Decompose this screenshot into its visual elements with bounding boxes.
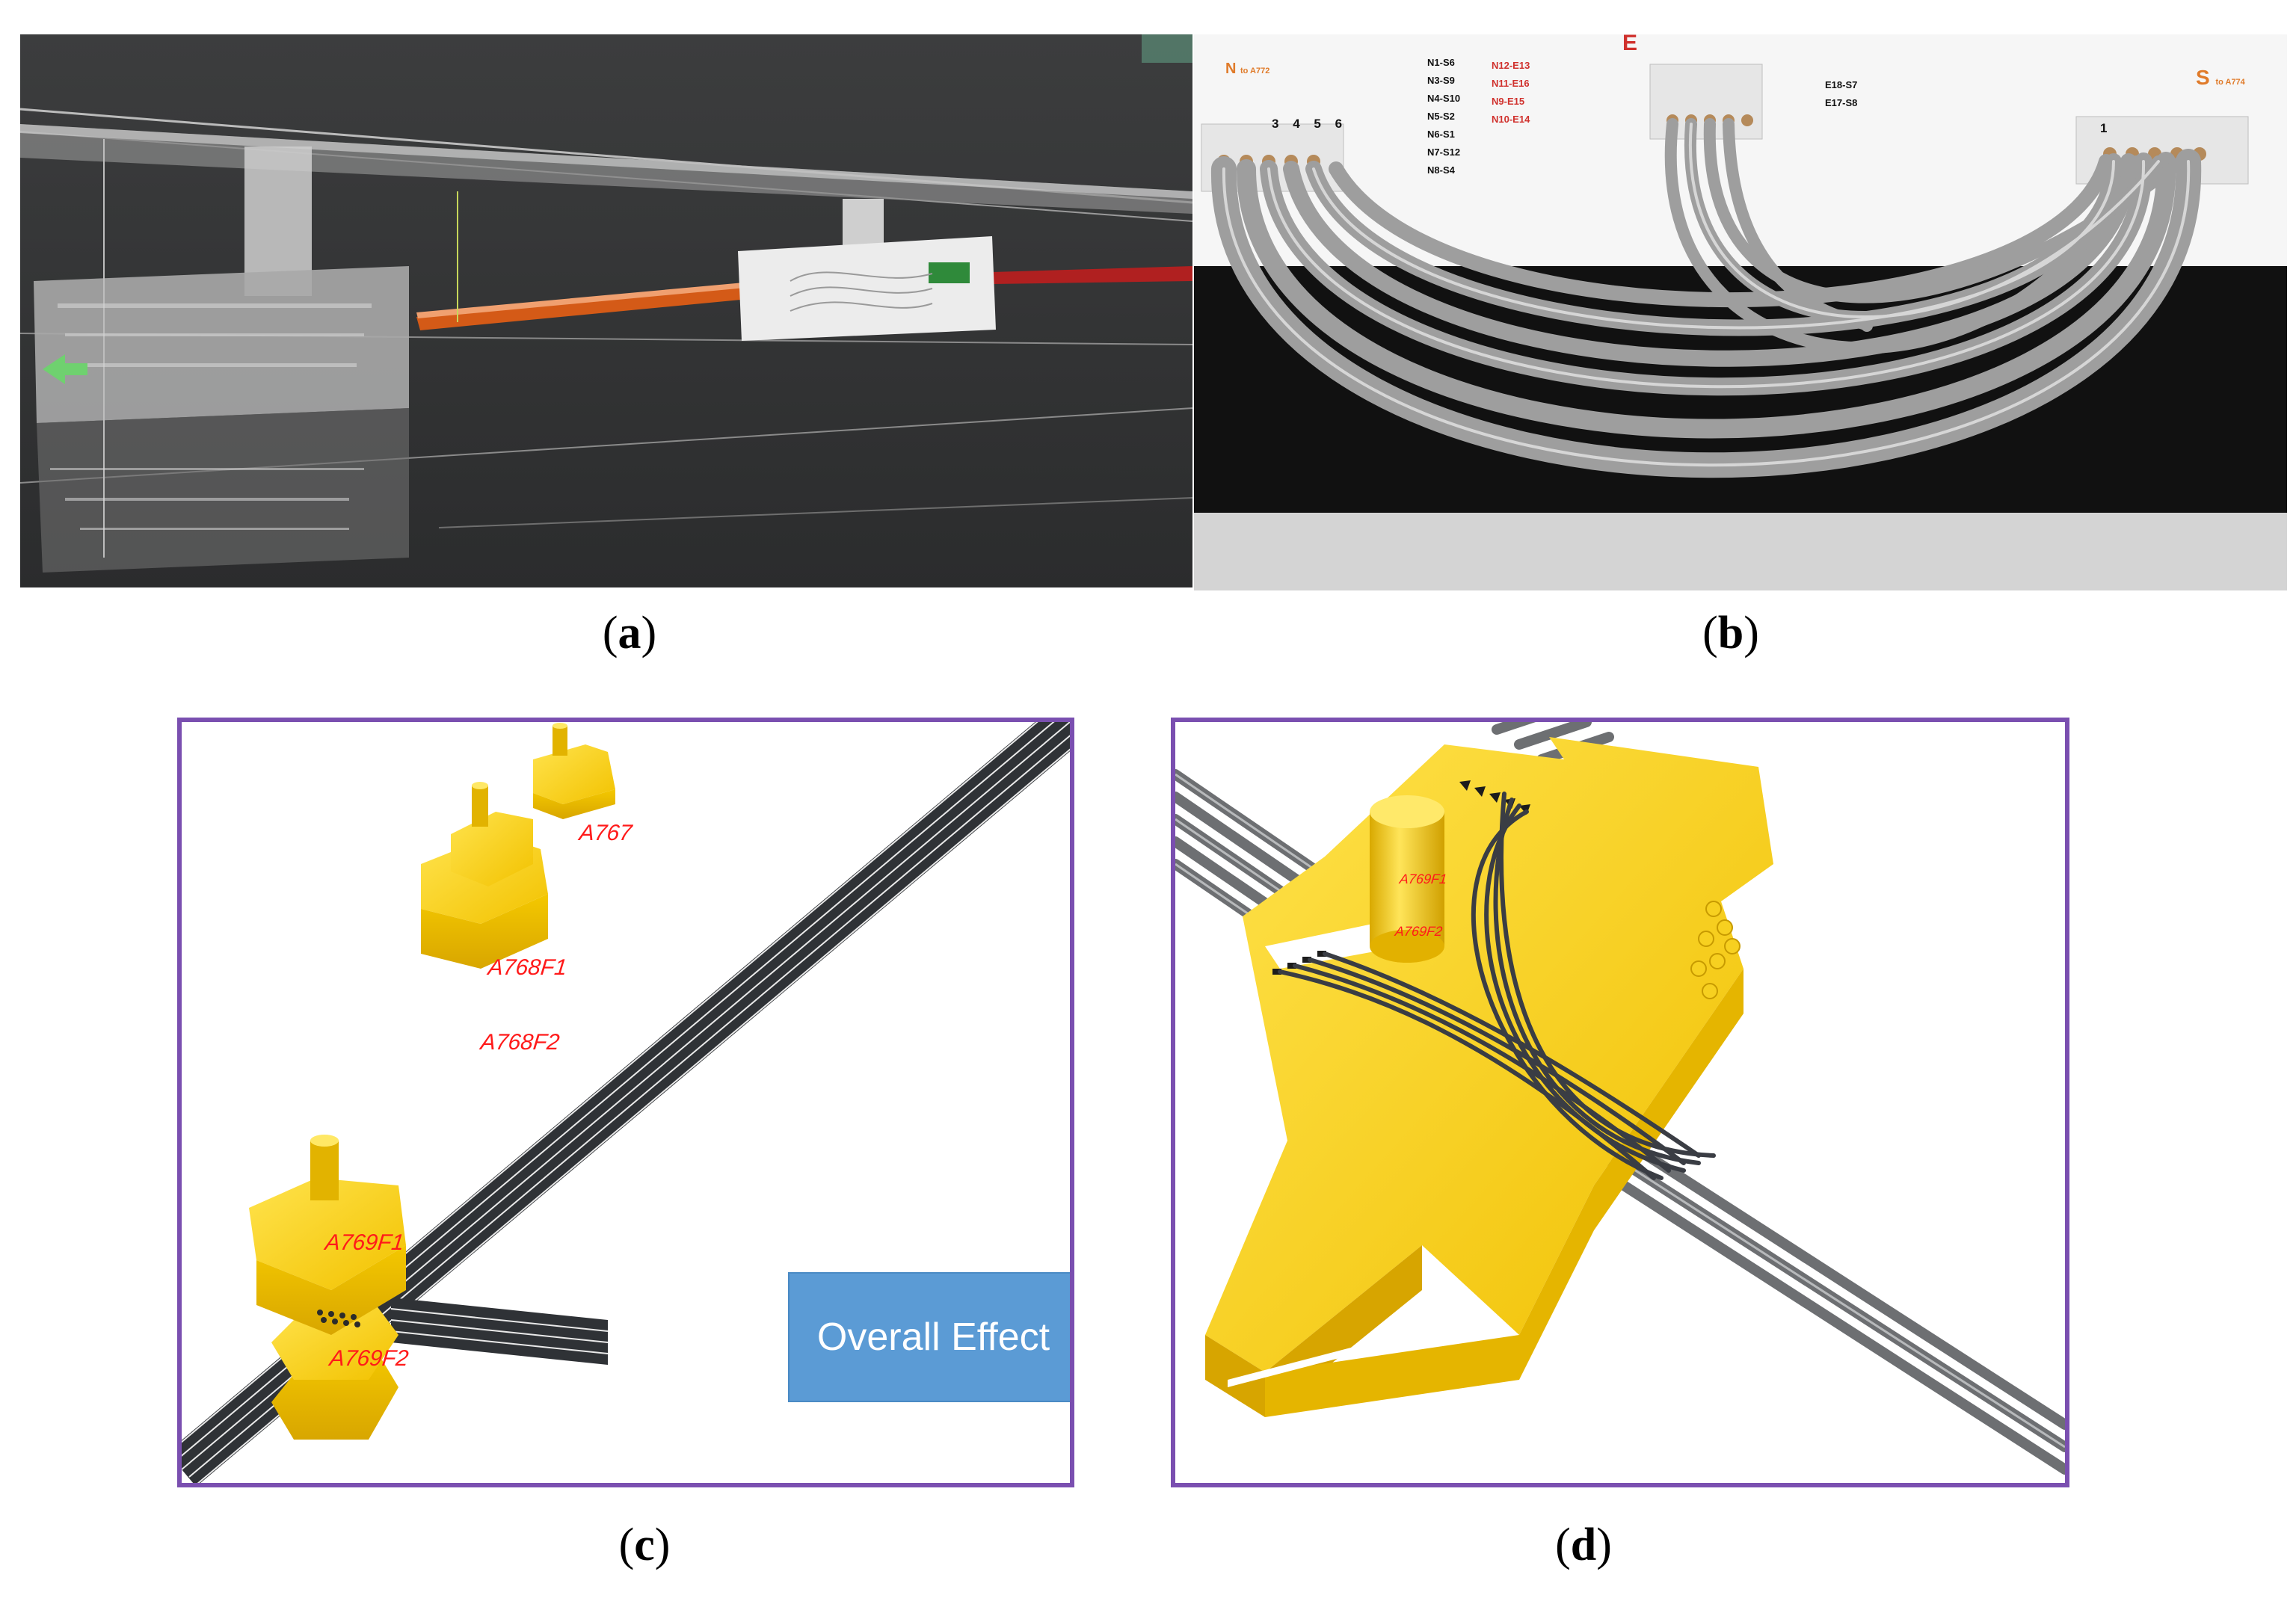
- label-a768f1: A768F1: [487, 955, 568, 980]
- cable-photo-scene: [1194, 34, 2287, 590]
- caption-c: (c): [618, 1520, 671, 1570]
- point-cloud-scene: [20, 34, 1192, 587]
- overall-effect-box: Overall Effect: [788, 1272, 1070, 1402]
- overall-model-scene: [182, 722, 1070, 1483]
- caption-b: (b): [1702, 608, 1759, 658]
- label-a768f2: A768F2: [479, 1030, 561, 1055]
- left-plate-numbers: 3 4 5 6: [1272, 117, 1343, 131]
- panel-d-closeup-model: A769F1 A769F2: [1171, 718, 2069, 1487]
- label-a769f1: A769F1: [324, 1230, 405, 1255]
- caption-d: (d): [1555, 1520, 1612, 1570]
- panel-a-point-cloud: [20, 34, 1192, 587]
- label-a769f2: A769F2: [328, 1346, 410, 1371]
- south-label: S to A774: [2196, 66, 2245, 89]
- east-label: E: [1622, 34, 1638, 55]
- label-top: A769F1: [1399, 872, 1448, 886]
- label-bottom: A769F2: [1394, 924, 1444, 939]
- closeup-model-scene: [1175, 722, 2065, 1475]
- right-plate-number: 1: [2100, 121, 2108, 135]
- label-a767: A767: [578, 821, 633, 845]
- caption-a: (a): [602, 608, 657, 658]
- panel-c-overall-model: A767 A768F1 A768F2 A769F1 A769F2 Overall…: [177, 718, 1074, 1487]
- north-label: N to A772: [1225, 61, 1270, 77]
